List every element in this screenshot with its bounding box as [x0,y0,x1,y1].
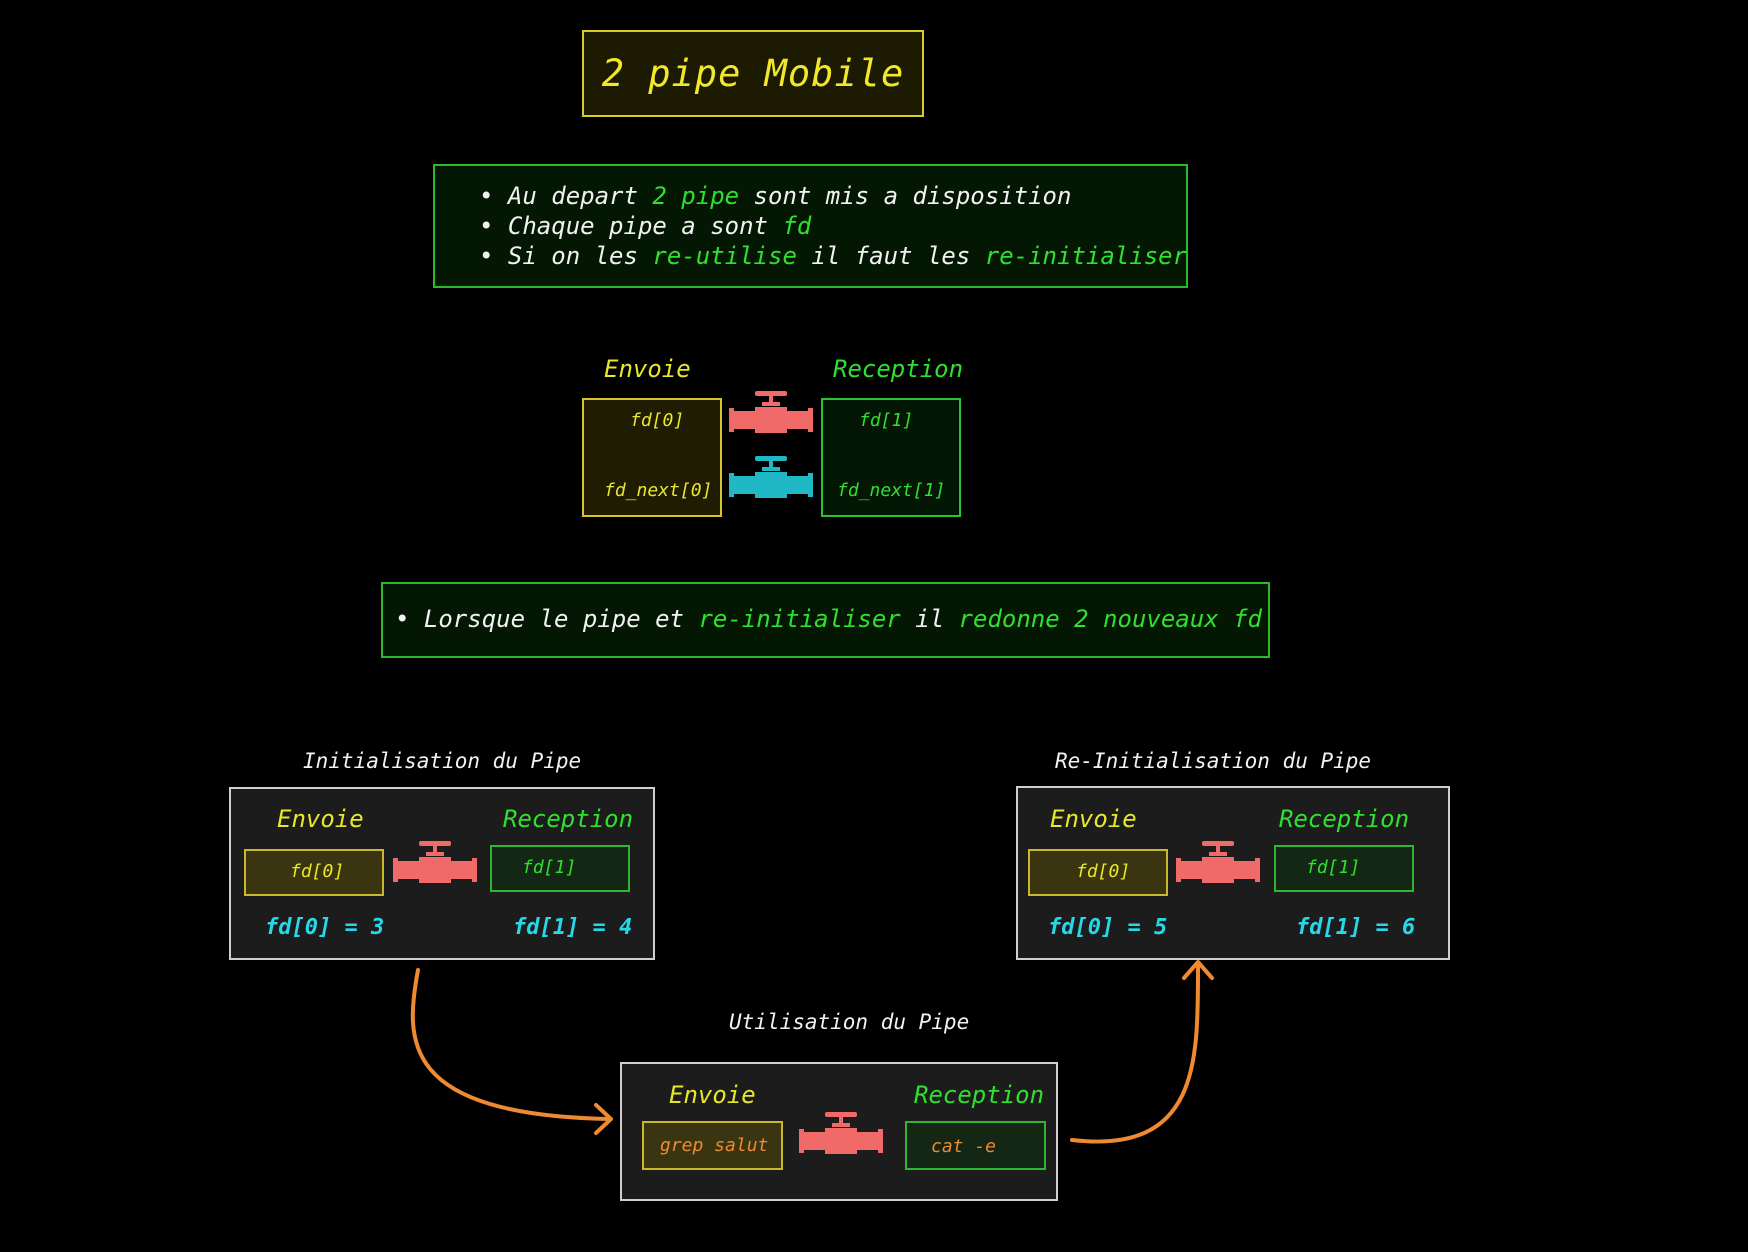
note-line: • Si on les re-utilise il faut les re-in… [479,242,1188,270]
init-caption: Initialisation du Pipe [303,749,582,773]
note-box-reinit: • Lorsque le pipe et re-initialiser il r… [381,582,1270,658]
pipe-valve-icon [1176,841,1260,883]
send-fd-label: fd[0] [630,410,685,431]
send-fd-box: fd[0] [1028,849,1168,896]
note-text-run: Si on les [507,242,653,270]
receive-fd-label: fd[1] [522,857,577,878]
note-text-run: 2 pipe [652,182,740,210]
note-box-intro: • Au depart 2 pipe sont mis a dispositio… [433,164,1188,288]
receive-header: Reception [833,355,964,383]
receive-header: Reception [1279,805,1410,833]
send-fd-label: fd[0] [1076,861,1131,882]
arrow-usage-to-reinit [1070,963,1201,1144]
note-text-run: re-initialiser [984,242,1188,270]
receive-header: Reception [914,1081,1045,1109]
send-command-box: grep salut [642,1121,783,1170]
reinit-panel: Envoie Reception fd[0] fd[1] fd[0] = 5 f… [1016,786,1450,960]
reinit-caption: Re-Initialisation du Pipe [1055,749,1372,773]
send-fd-value: fd[0] = 5 [1048,915,1168,940]
send-header: Envoie [1050,805,1137,833]
note-text-run: Au depart [507,182,653,210]
receive-header: Reception [503,805,634,833]
arrow-head [594,1103,613,1135]
receive-fd-label: fd[1] [859,410,914,431]
page-title: 2 pipe Mobile [601,52,905,95]
pipe-valve-icon [729,456,813,498]
pipe-valve-icon [729,391,813,433]
note-text-run: redonne 2 nouveaux fd [958,605,1262,633]
receive-fd-box: fd[1] [490,845,630,892]
send-fd-box: fd[0] fd_next[0] [582,398,722,517]
send-fd-box: fd[0] [244,849,384,896]
note-line: • Lorsque le pipe et re-initialiser il r… [395,605,1262,633]
receive-fd-value: fd[1] = 6 [1296,915,1416,940]
arrow-init-to-usage [410,968,612,1121]
note-line: • Au depart 2 pipe sont mis a dispositio… [479,182,1072,210]
note-text-run: re-initialiser [698,605,901,633]
note-line: • Chaque pipe a sont fd [479,212,812,240]
send-command: grep salut [660,1135,769,1156]
receive-fd-label: fd[1] [1306,857,1361,878]
send-header: Envoie [277,805,364,833]
note-text-run: re-utilise [652,242,797,270]
note-text-run: fd [782,212,812,240]
send-fd-label: fd[0] [290,861,345,882]
note-text-run: Lorsque le pipe et [423,605,699,633]
note-text-run: Chaque pipe a sont [507,212,783,240]
init-panel: Envoie Reception fd[0] fd[1] fd[0] = 3 f… [229,787,655,960]
receive-fd-box: fd[1] [1274,845,1414,892]
pipe-valve-icon [393,841,477,883]
receive-fd-box: fd[1] fd_next[1] [821,398,961,517]
note-text-run: il [900,605,959,633]
send-header: Envoie [604,355,691,383]
pipe-valve-icon [799,1112,883,1154]
title-box: 2 pipe Mobile [582,30,924,117]
arrow-head [1182,960,1214,980]
receive-fd-next-label: fd_next[1] [837,480,946,501]
receive-command: cat -e [931,1136,997,1157]
note-text-run: il faut les [796,242,985,270]
usage-panel: Envoie Reception grep salut cat -e [620,1062,1058,1201]
receive-command-box: cat -e [905,1121,1046,1170]
receive-fd-value: fd[1] = 4 [513,915,633,940]
usage-caption: Utilisation du Pipe [729,1010,970,1034]
send-header: Envoie [669,1081,756,1109]
send-fd-next-label: fd_next[0] [604,480,713,501]
send-fd-value: fd[0] = 3 [265,915,385,940]
note-text-run: sont mis a disposition [739,182,1072,210]
